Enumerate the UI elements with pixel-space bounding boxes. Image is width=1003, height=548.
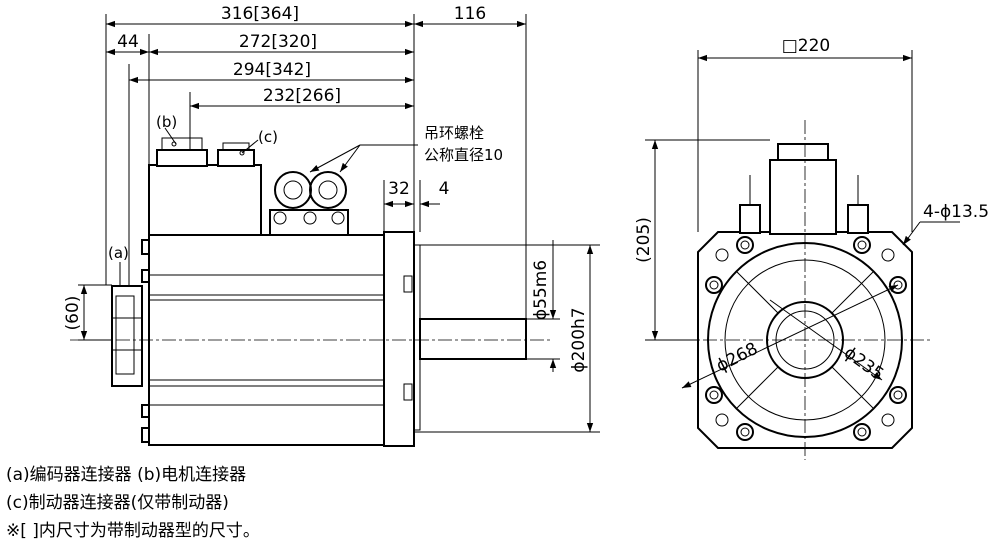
front-eyebolt-left (739, 204, 761, 234)
note-connectors-ab: (a)编码器连接器 (b)电机连接器 (6, 465, 247, 485)
leader-holes (902, 221, 921, 246)
eye-bolts (269, 171, 349, 236)
dim-hole-spec: 4-ϕ13.5 (923, 202, 989, 222)
front-view: □220 (205) (634, 36, 989, 460)
side-view: 316[364] 116 44 272[320] 294[342] 232[26… (63, 4, 600, 447)
body-fin-lines (149, 274, 384, 406)
clearance-holes (715, 248, 895, 427)
dim-body-length: 272[320] (239, 32, 317, 52)
side-leaders (119, 127, 418, 280)
dim-232-length: 232[266] (263, 86, 341, 106)
motor-shaft (419, 318, 527, 360)
side-extension-lines (105, 14, 527, 320)
label-b: (b) (156, 113, 177, 131)
dim-encoder-offset: 44 (117, 32, 139, 52)
flange-slot-lower (403, 383, 413, 401)
dim-shaft-length: 116 (454, 4, 486, 24)
dim-spigot-dia: ϕ200h7 (569, 307, 589, 372)
leader-235 (769, 299, 883, 381)
note-connector-c: (c)制动器连接器(仅带制动器) (6, 493, 229, 513)
front-connector-box (769, 159, 837, 235)
dim-294-length: 294[342] (233, 60, 311, 80)
eyebolt-label-1: 吊环螺栓 (424, 124, 484, 142)
dim-height-205: (205) (634, 217, 654, 263)
dim-overall-length: 316[364] (221, 4, 299, 24)
dim-60: (60) (63, 296, 83, 331)
dim-4: 4 (439, 179, 450, 199)
note-brackets: ※[ ]内尺寸为带制动器型的尺寸。 (6, 521, 260, 541)
dim-32: 32 (388, 179, 410, 199)
leader-pcd (681, 284, 899, 389)
side-dimension-lines (106, 20, 526, 208)
flange-slot-upper (403, 275, 413, 293)
top-connector-housing (148, 137, 262, 236)
front-connector-cap (777, 143, 829, 161)
motor-flange (383, 231, 415, 447)
label-a: (a) (108, 244, 129, 262)
dim-shaft-dia: ϕ55m6 (531, 260, 551, 320)
dim-square-220: □220 (782, 36, 831, 56)
rear-studs (141, 239, 150, 443)
encoder-connector (111, 280, 143, 387)
connector-c-pin (239, 150, 245, 156)
label-c: (c) (258, 128, 278, 146)
eyebolt-label-2: 公称直径10 (424, 146, 503, 164)
front-eyebolt-right (847, 204, 869, 234)
